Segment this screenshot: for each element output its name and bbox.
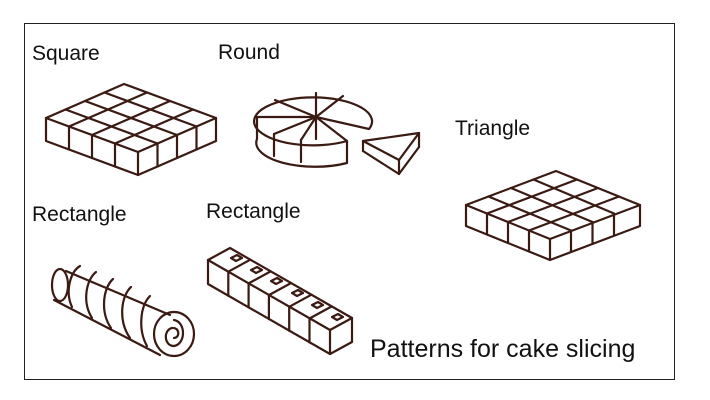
label-triangle: Triangle xyxy=(455,117,531,140)
label-rectangle-bar: Rectangle xyxy=(206,200,301,223)
label-square: Square xyxy=(32,42,100,65)
square-cake-icon xyxy=(44,82,218,177)
caption-patterns: Patterns for cake slicing xyxy=(370,335,636,363)
diagram-frame xyxy=(24,23,675,380)
label-rectangle-roll: Rectangle xyxy=(32,203,127,226)
label-round: Round xyxy=(218,41,280,64)
roll-cake-icon xyxy=(50,264,196,358)
bar-cake-icon xyxy=(206,246,354,356)
round-cake-icon xyxy=(253,91,421,176)
triangle-cake-icon xyxy=(464,169,642,262)
